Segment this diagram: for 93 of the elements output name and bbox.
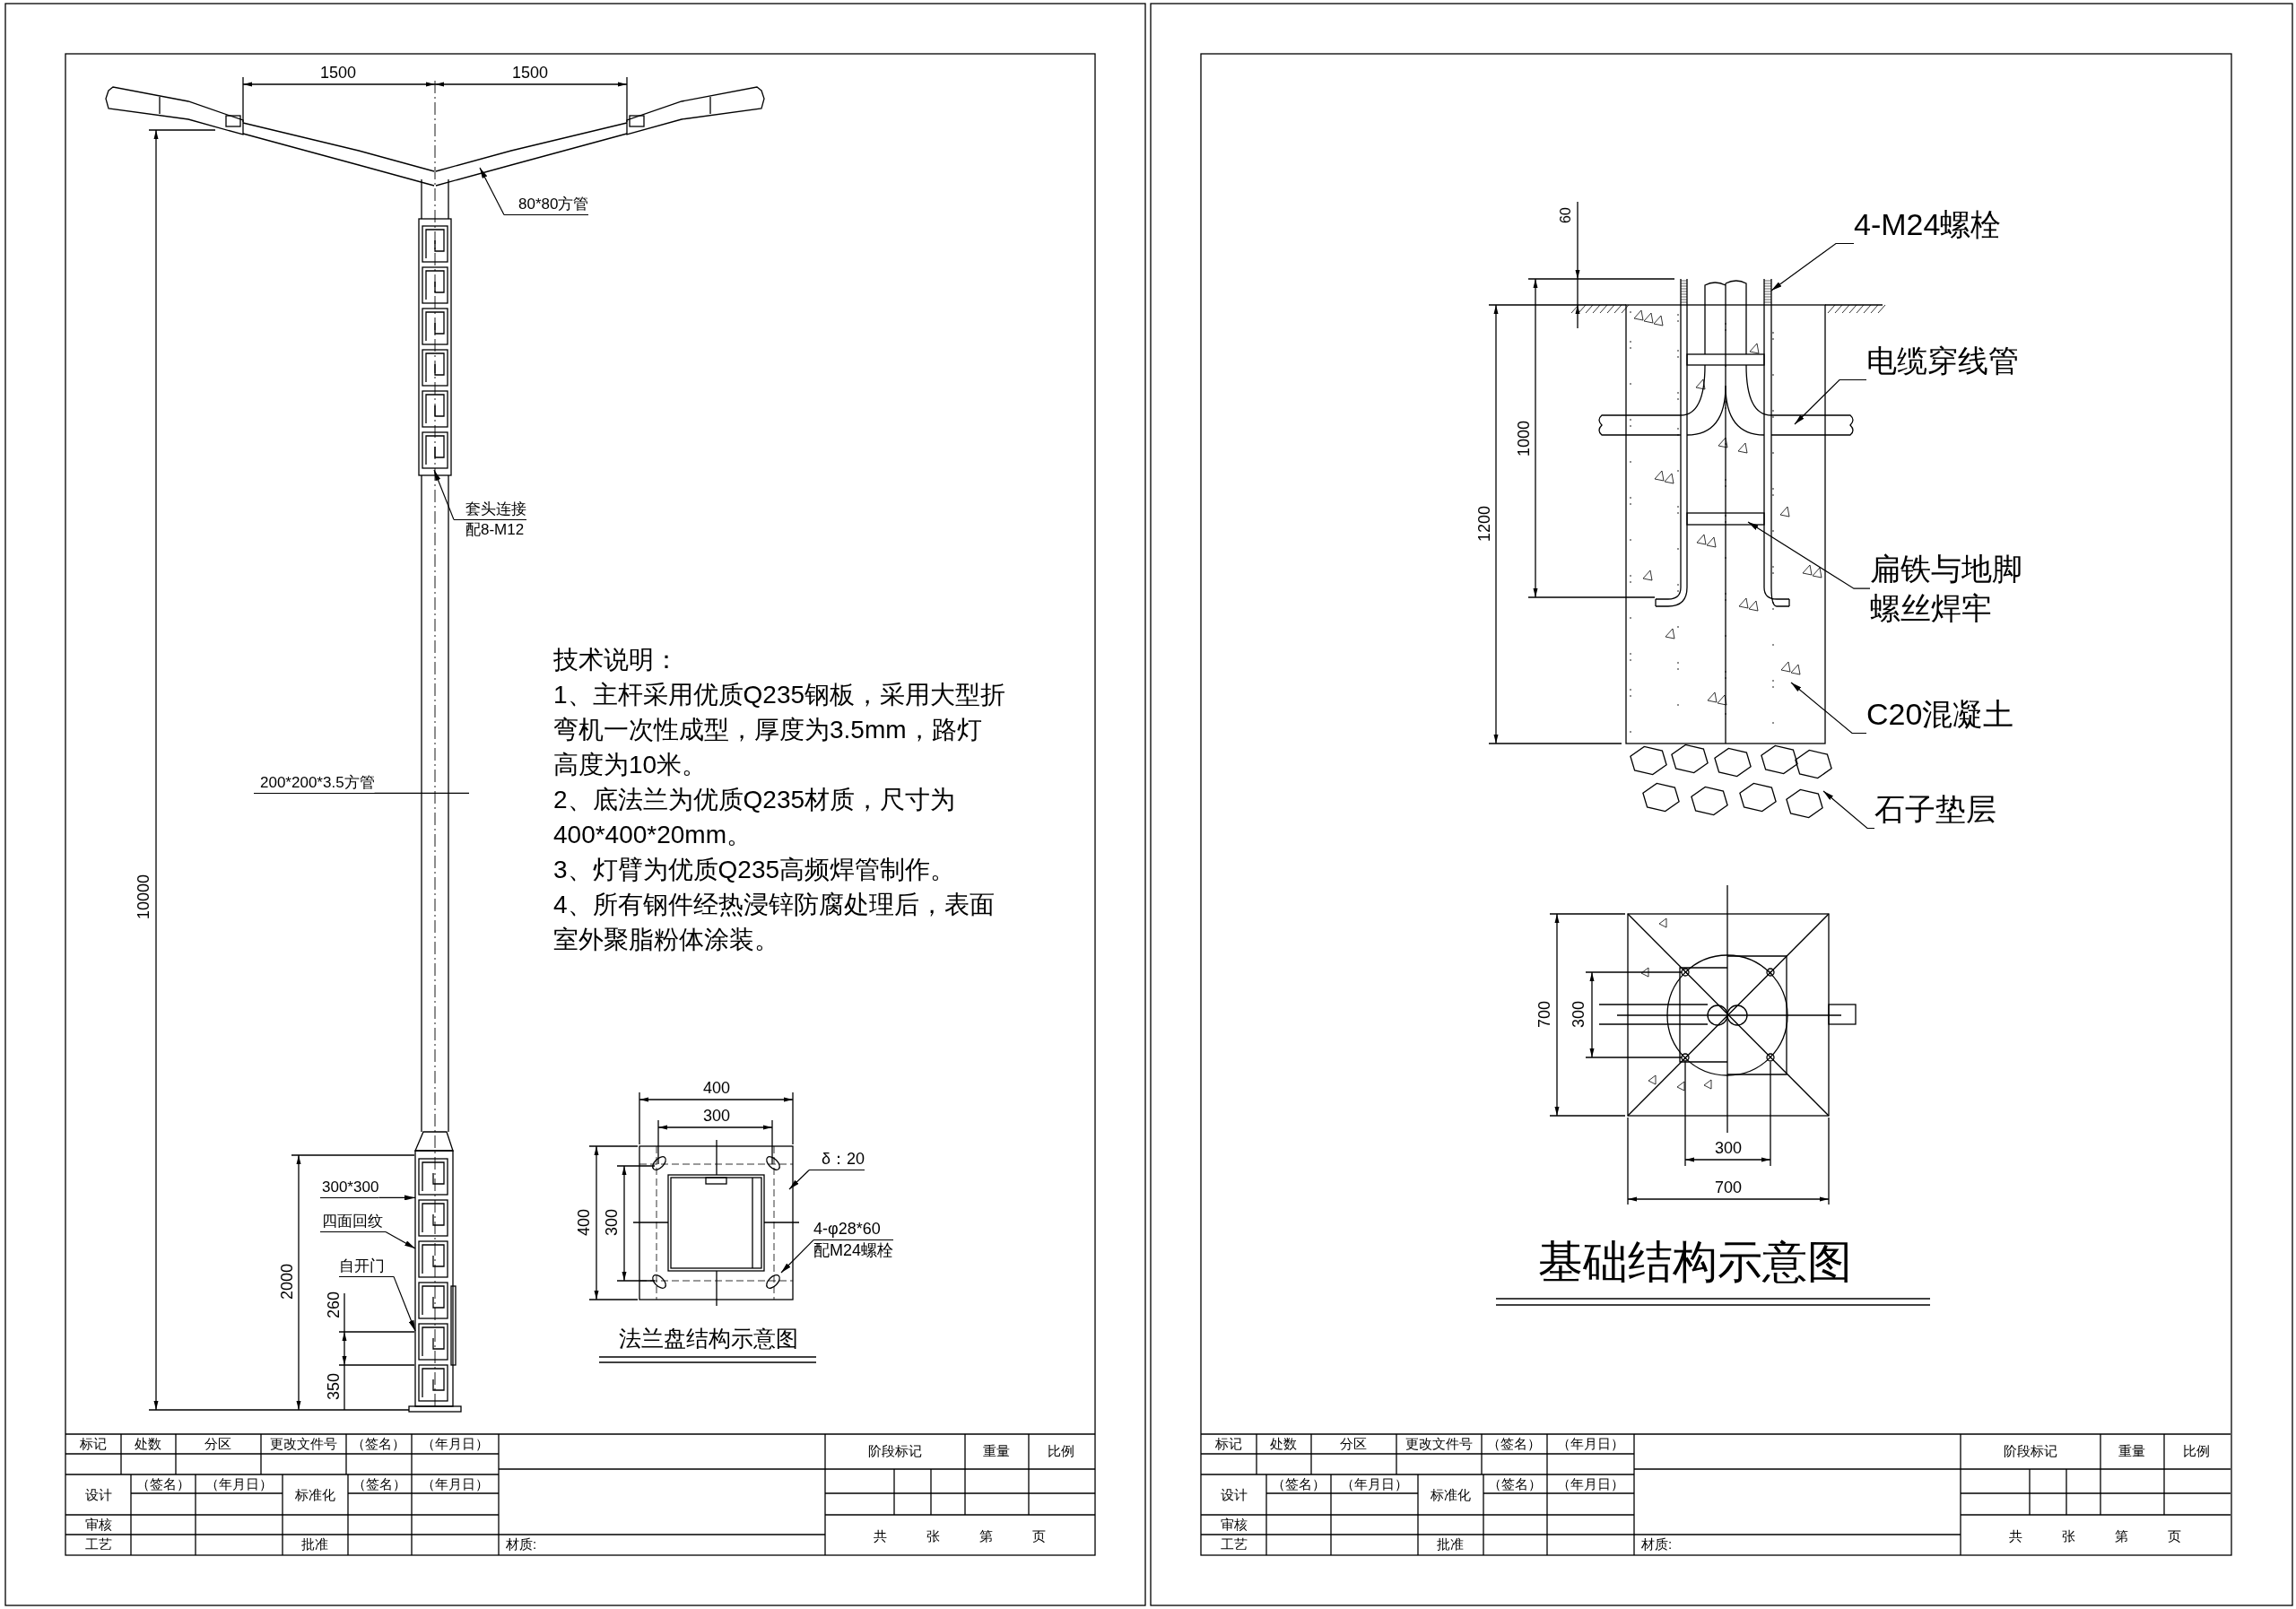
drawing-title: 基础结构示意图	[1538, 1237, 1852, 1289]
dimension-text: 2000	[277, 1264, 297, 1300]
note-text: 4、所有钢件经热浸锌防腐处理后，表面室外聚脂粉体涂装。	[553, 890, 996, 955]
callout-text: C20混凝土	[1866, 694, 2014, 735]
form-label: （年月日）	[1340, 1476, 1408, 1492]
form-label: 标准化	[294, 1487, 335, 1503]
callout-text: 石子垫层	[1874, 789, 1996, 830]
drawing-title: 法兰盘结构示意图	[619, 1325, 798, 1352]
leader-line	[1790, 682, 1867, 735]
leader-line	[1794, 378, 1867, 425]
form-label: 批准	[1437, 1536, 1464, 1552]
form-label: 分区	[1340, 1436, 1367, 1452]
callout-text: 电缆穿线管	[1866, 341, 2019, 381]
form-label: （年月日）	[421, 1476, 489, 1492]
callout-text: 200*200*3.5方管	[254, 773, 375, 795]
dimension-text: 300	[602, 1209, 622, 1236]
leader-line	[378, 1195, 416, 1201]
form-label: （年月日）	[1556, 1476, 1624, 1492]
callout-text: 扁铁与地脚螺丝焊牢	[1870, 549, 2031, 629]
form-label: 批准	[301, 1536, 328, 1552]
form-label: 工艺	[1221, 1536, 1248, 1552]
callout-text: 80*80方管	[504, 195, 589, 216]
form-label: （签名）	[1487, 1436, 1541, 1452]
form-label: 审核	[85, 1517, 112, 1533]
form-label: 标记	[1215, 1436, 1242, 1452]
form-label: （签名）	[1272, 1476, 1326, 1492]
pole-base-section	[414, 1150, 454, 1407]
dimension-text: 1000	[1514, 421, 1534, 457]
leader-line	[393, 1275, 416, 1332]
dimension-text: 260	[324, 1292, 344, 1318]
dimension-text: 1500	[512, 63, 548, 83]
leader-line	[433, 469, 455, 520]
leader-line	[385, 1231, 416, 1249]
leader-line	[1770, 242, 1855, 291]
form-label: 标记	[80, 1436, 107, 1452]
dimension-text: 700	[1535, 1001, 1554, 1028]
form-label: 处数	[1270, 1436, 1297, 1452]
form-label: 材质:	[1641, 1536, 1673, 1552]
form-label: 分区	[204, 1436, 231, 1452]
form-label: （签名）	[352, 1436, 405, 1452]
form-label: 审核	[1221, 1517, 1248, 1533]
callout-text: 四面回纹	[320, 1212, 386, 1233]
form-label: 材质:	[506, 1536, 537, 1552]
dimension-text: 10000	[134, 874, 153, 920]
form-label: 重量	[983, 1443, 1010, 1459]
form-label: （签名）	[352, 1476, 406, 1492]
form-label: （年月日）	[1556, 1436, 1624, 1452]
callout-text: 自开门	[339, 1257, 394, 1278]
dimension-text: 400	[703, 1078, 730, 1098]
form-label: 比例	[1048, 1443, 1074, 1459]
form-label: 更改文件号	[269, 1436, 337, 1452]
leader-line	[1822, 790, 1875, 830]
callout-text: 配M24螺栓	[813, 1240, 893, 1262]
form-label: 阶段标记	[868, 1443, 922, 1459]
form-label: 共 张 第 页	[873, 1528, 1047, 1544]
callout-text: 套头连接	[454, 500, 526, 521]
leader-line	[1747, 521, 1871, 589]
leader-line	[788, 1170, 810, 1190]
form-label: 设计	[1221, 1487, 1248, 1503]
form-label: （年月日）	[421, 1436, 489, 1452]
dimension-text: 300	[703, 1106, 730, 1126]
form-label: 工艺	[85, 1536, 112, 1552]
form-label: （签名）	[136, 1476, 190, 1492]
note-text: 1、主杆采用优质Q235钢板，采用大型折弯机一次性成型，厚度为3.5mm，路灯高度为10米。	[553, 680, 1006, 780]
form-label: 阶段标记	[2004, 1443, 2057, 1459]
leader-line	[780, 1239, 814, 1274]
dimension-text: 1500	[320, 63, 356, 83]
dimension-text: 60	[1557, 207, 1574, 223]
form-label: 共 张 第 页	[2008, 1528, 2182, 1544]
callout-text: 配8-M12	[465, 520, 526, 541]
form-label: 更改文件号	[1405, 1436, 1473, 1452]
note-text: 3、灯臂为优质Q235高频焊管制作。	[553, 855, 957, 885]
leader-line	[374, 792, 470, 794]
dimension-text: 400	[574, 1209, 594, 1236]
leader-line	[479, 167, 505, 215]
form-label: 标准化	[1430, 1487, 1471, 1503]
dimension-text: 1200	[1474, 506, 1494, 542]
form-label: 设计	[85, 1487, 112, 1503]
form-label: 比例	[2183, 1443, 2210, 1459]
callout-text: δ：20	[809, 1149, 865, 1171]
dimension-text: 300	[1715, 1138, 1742, 1158]
form-label: （签名）	[1488, 1476, 1542, 1492]
callout-text: 4-M24螺栓	[1854, 204, 2002, 245]
dimension-text: 300	[1569, 1001, 1588, 1028]
callout-text: 4-φ28*60	[813, 1219, 893, 1241]
form-label: 处数	[135, 1436, 161, 1452]
form-label: （年月日）	[204, 1476, 273, 1492]
note-text: 2、底法兰为优质Q235材质，尺寸为400*400*20mm。	[553, 785, 957, 850]
callout-text: 300*300	[320, 1178, 379, 1199]
note-heading: 技术说明：	[553, 645, 680, 675]
dimension-text: 350	[324, 1373, 344, 1400]
dimension-text: 700	[1715, 1178, 1742, 1197]
form-label: 重量	[2118, 1443, 2145, 1459]
